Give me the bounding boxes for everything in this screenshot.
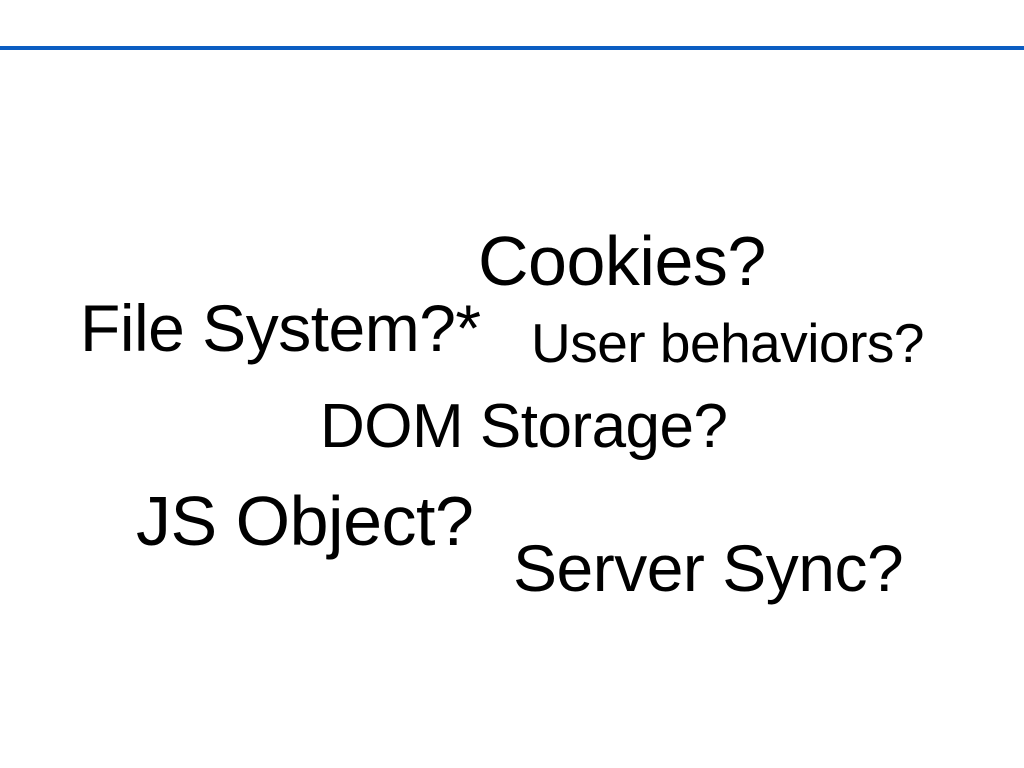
term-dom-storage: DOM Storage? [320,392,728,461]
term-server-sync: Server Sync? [513,531,904,605]
top-divider-rule [0,46,1024,50]
term-cookies: Cookies? [478,222,766,300]
term-js-object: JS Object? [136,482,474,560]
term-file-system: File System?* [80,291,481,365]
slide-content-area: Cookies? File System?* User behaviors? D… [0,50,1024,768]
term-user-behaviors: User behaviors? [531,312,924,374]
